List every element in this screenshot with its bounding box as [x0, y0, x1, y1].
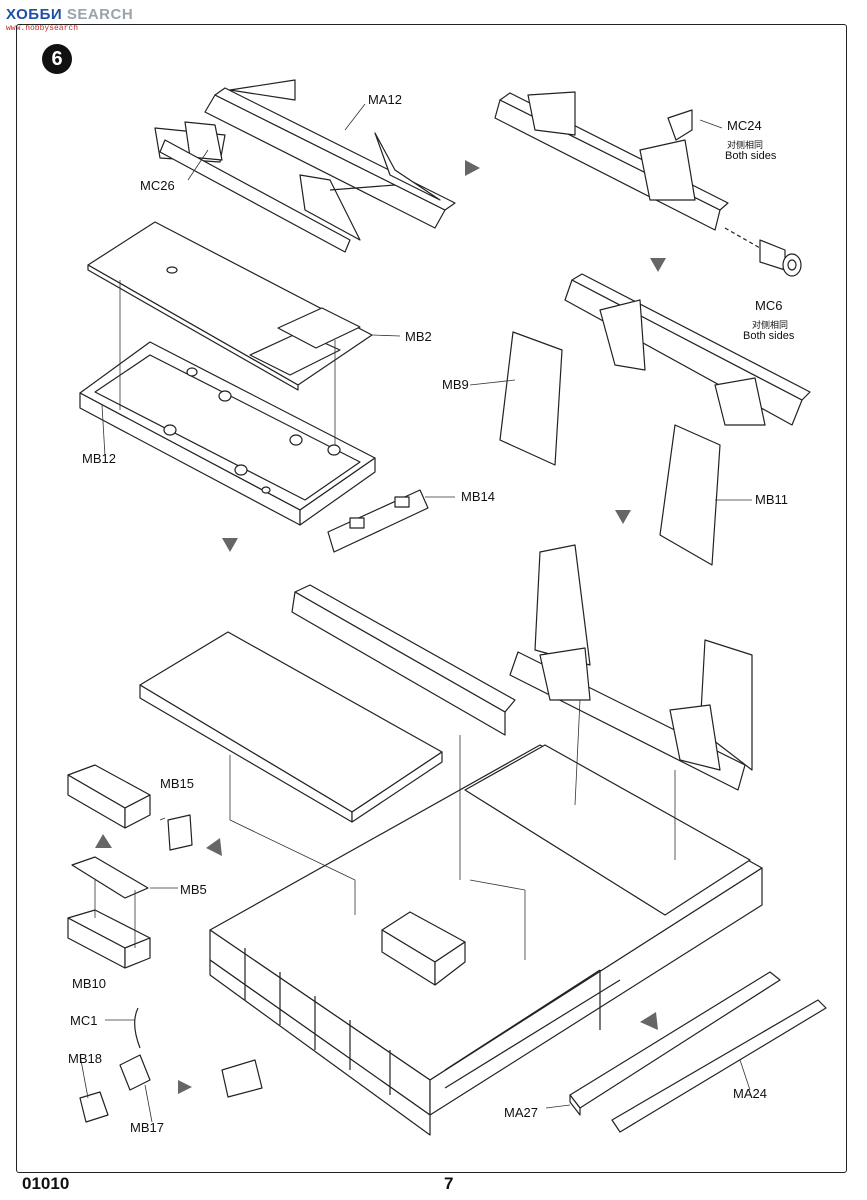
mb14-bracket-drawing	[327, 489, 429, 553]
side-rails-drawing	[569, 971, 827, 1133]
watermark-logo: ХОББИ SEARCH	[6, 6, 133, 23]
note-both-sides-cn-2: 对侧相同	[752, 320, 789, 330]
watermark-url: www.hobbysearch	[6, 24, 79, 33]
page-frame	[16, 24, 847, 1173]
label-mc1: MC1	[70, 1013, 98, 1028]
label-mc6: MC6	[755, 298, 783, 313]
page-number: 7	[444, 1174, 454, 1193]
label-mb15: MB15	[160, 776, 194, 791]
note-both-sides-en-1: Both sides	[725, 150, 777, 162]
label-mb17: MB17	[130, 1120, 164, 1135]
label-mc26: MC26	[140, 178, 175, 193]
ma12-frame-drawing	[154, 79, 456, 253]
label-ma27: MA27	[504, 1105, 538, 1120]
lower-rail-mudflaps-drawing	[509, 544, 753, 791]
note-both-sides-cn-1: 对侧相同	[727, 140, 764, 150]
label-ma12: MA12	[368, 92, 402, 107]
label-mb5: MB5	[180, 882, 207, 897]
note-both-sides-en-2: Both sides	[743, 330, 795, 342]
small-parts-drawing	[67, 764, 193, 969]
label-mb14: MB14	[461, 489, 495, 504]
watermark-brand-a: ХОББИ	[6, 6, 63, 23]
mb12-tray-drawing	[79, 341, 376, 526]
small-box-drawing	[381, 911, 466, 986]
large-tank-drawing	[139, 631, 443, 823]
log-drawing	[291, 584, 516, 736]
label-mb10: MB10	[72, 976, 106, 991]
rail-mudflaps-drawing	[499, 273, 811, 566]
label-mc24: MC24	[727, 118, 762, 133]
product-code: 01010	[22, 1174, 70, 1193]
truck-bed-drawing	[209, 744, 763, 1136]
lamp-parts-drawing	[79, 1007, 263, 1123]
label-mb11: MB11	[755, 492, 788, 507]
label-mb2: MB2	[405, 329, 432, 344]
label-mb18: MB18	[68, 1051, 102, 1066]
label-mb9: MB9	[442, 377, 469, 392]
label-mb12: MB12	[82, 451, 116, 466]
label-ma24: MA24	[733, 1086, 767, 1101]
watermark-brand-b: SEARCH	[66, 6, 134, 23]
mb2-plate-drawing	[87, 221, 373, 391]
rail-mc24-drawing	[494, 91, 802, 277]
step-number-badge: 6	[42, 44, 72, 74]
